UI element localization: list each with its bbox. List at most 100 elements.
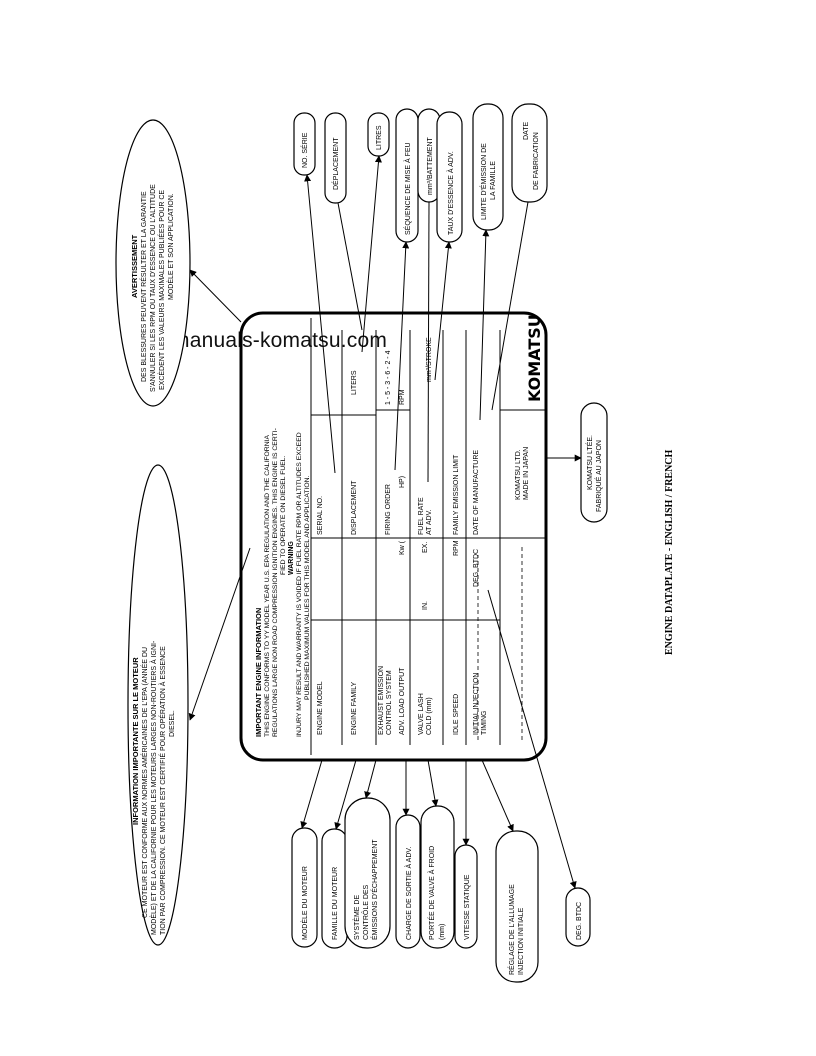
bottom-callouts: INFORMATION IMPORTANTE SUR LE MOTEUR CE … xyxy=(127,464,591,983)
callout-deplacement-text: DÉPLACEMENT xyxy=(331,137,340,190)
label-valve-lash-1: VALVE LASH xyxy=(418,693,425,735)
callout-reglage-text-1: RÉGLAGE DE L'ALLUMAGE xyxy=(507,884,516,975)
information-line1: CE MOTEUR EST CONFORME AUX NORMES AMÉRIC… xyxy=(140,647,149,918)
callout-information xyxy=(127,464,189,946)
plate-header-line3: FIED TO OPERATE ON DIESEL FUEL. xyxy=(280,455,287,575)
plate-header-line1: THIS ENGINE CONFORMS TO YY MODEL YEAR U.… xyxy=(264,435,271,737)
callout-komatsu-ltee xyxy=(580,402,608,523)
callout-famille-text: FAMILLE DU MOTEUR xyxy=(332,867,339,940)
label-displacement: DISPLACEMENT xyxy=(351,480,358,535)
leader-litres xyxy=(361,155,382,353)
callout-deplacement xyxy=(324,112,347,204)
label-exhaust-1: EXHAUST EMISSION xyxy=(378,666,385,735)
label-liters: LITERS xyxy=(351,370,358,395)
callout-deg-btdc-text: DEG. BTDC xyxy=(576,902,583,940)
label-adv-load-output: ADV. LOAD OUTPUT xyxy=(399,667,406,735)
label-fuel-rate-2: AT ADV. xyxy=(426,509,433,535)
callout-limite xyxy=(472,103,504,231)
avertissement-line1: DES BLESSURES PEUVENT RÉSULTER ET LA GAR… xyxy=(139,191,148,382)
callout-vitesse-text: VITESSE STATIQUE xyxy=(464,874,471,940)
leader-deg-btdc xyxy=(487,589,577,889)
leader-deplacement xyxy=(337,202,363,331)
komatsu-ltee-text-2: FABRIQUÉ AU JAPON xyxy=(594,440,603,512)
firing-sequence-value: 1 - 5 - 3 - 6 - 2 - 4 xyxy=(385,350,392,405)
leader-no-serie xyxy=(304,174,336,474)
callout-reglage-text-2: INJECTION INITIALE xyxy=(518,907,525,975)
callout-limite-text-1: LIMITE D'ÉMISSION DE xyxy=(479,143,488,220)
watermark: manuals-komatsu.com xyxy=(172,329,388,352)
label-serial-no: SERIAL NO. xyxy=(317,496,324,535)
information-line2: MODÈLE) ET DE LA CALIFORNIE POUR LES MOT… xyxy=(149,640,158,935)
dataplate-border xyxy=(239,311,548,762)
avertissement-line4: MODÈLE ET SON APPLICATION. xyxy=(166,193,175,300)
label-initial-injection-1: INITIAL INJECTION xyxy=(473,673,480,735)
label-date-of-manufacture: DATE OF MANUFACTURE xyxy=(473,450,480,535)
label-exhaust-2: CONTROL SYSTEM xyxy=(386,670,393,735)
callout-date-text-1: DATE xyxy=(523,122,530,140)
leader-date xyxy=(491,201,529,411)
label-initial-injection-2: TIMING xyxy=(481,711,488,736)
label-rpm: RPM xyxy=(399,389,406,405)
callout-date-text-2: DE FABRICATION xyxy=(533,132,540,190)
label-valve-lash-2: COLD (mm) xyxy=(426,697,433,735)
plate-warning-title: WARNING xyxy=(288,541,295,575)
avertissement-line3: EXCÈDENT LES VALEURS MAXIMALES PUBLIÉES … xyxy=(157,190,166,390)
leader-battement xyxy=(427,201,430,483)
plate-warning-line2: PUBLISHED MAXIMUM VALUES FOR THIS MODEL … xyxy=(304,475,311,700)
leader-limite xyxy=(479,229,490,421)
label-idle-speed: IDLE SPEED xyxy=(453,694,460,735)
label-engine-model: ENGINE MODEL xyxy=(317,681,324,735)
leader-reglage xyxy=(481,759,514,832)
maker-name: KOMATSU LTD. xyxy=(515,449,522,500)
callout-modele-text: MODÈLE DU MOTEUR xyxy=(300,866,309,940)
callout-limite-text-2: LA FAMILLE xyxy=(490,161,497,200)
leader-portee xyxy=(427,759,439,807)
avertissement-line2: S'ANNULER SI LES RPM OU TAUX D'ESSENCE O… xyxy=(150,184,157,392)
callout-no-serie-text: NO. SÉRIE xyxy=(300,132,309,168)
callout-avertissement xyxy=(115,119,191,407)
callout-litres-text: LITRES xyxy=(376,125,383,150)
top-callouts: NO. SÉRIE DÉPLACEMENT LITRES SÉQUENCE DE… xyxy=(115,103,608,523)
leader-information xyxy=(188,547,251,721)
avertissement-title: AVERTISSEMENT xyxy=(130,234,139,298)
leader-sequence xyxy=(394,241,410,471)
callout-portee-text-1: PORTÉE DE VALVE À FROID xyxy=(427,846,436,940)
callout-portee-text-2: (mm) xyxy=(439,924,446,940)
callout-reglage xyxy=(495,830,539,983)
label-family-emission-limit: FAMILY EMISSION LIMIT xyxy=(453,454,460,535)
plate-warning-line1: INJURY MAY RESULT AND WARRANTY IS VOIDED… xyxy=(296,432,303,737)
maker-country: MADE IN JAPAN xyxy=(523,447,530,500)
leader-lines xyxy=(188,155,582,889)
label-engine-family: ENGINE FAMILY xyxy=(351,682,358,735)
label-rpm: RPM xyxy=(453,540,460,556)
callout-sequence-text: SÉQUENCE DE MISE À FEU xyxy=(403,142,412,235)
komatsu-ltee-text-1: KOMATSU LTÉE. xyxy=(585,435,594,490)
callout-battement-text: mm³/BATTEMENT xyxy=(427,136,434,195)
label-stroke: mm³/STROKE xyxy=(426,337,433,382)
callout-taux-text: TAUX D'ESSENCE À ADV. xyxy=(446,151,455,235)
engine-dataplate: IMPORTANT ENGINE INFORMATION THIS ENGINE… xyxy=(239,311,548,762)
plate-header-line2: REGULATIONS LARGE NON ROAD COMPRESSION I… xyxy=(272,428,279,737)
callout-charge-text: CHARGE DE SORTIE À ADV. xyxy=(404,847,413,940)
information-title: INFORMATION IMPORTANTE SUR LE MOTEUR xyxy=(131,657,140,825)
information-line4: DIESEL. xyxy=(169,710,176,737)
callout-systeme-text-2: CONTRÔLE DES xyxy=(361,884,370,940)
label-in: IN. xyxy=(422,601,429,610)
callout-date xyxy=(511,103,548,203)
label-ex: EX. xyxy=(422,542,429,553)
leader-systeme xyxy=(364,759,377,799)
callout-deg-btdc xyxy=(565,887,591,947)
komatsu-logo: KOMATSU xyxy=(525,314,544,402)
leader-famille xyxy=(334,759,357,830)
label-kw: Kw ( xyxy=(399,540,406,555)
information-line3: TION PAR COMPRESSION. CE MOTEUR EST CERT… xyxy=(158,646,167,935)
callout-portee xyxy=(420,805,455,949)
leader-avertissement xyxy=(189,269,242,323)
callout-systeme-text-3: ÉMISSIONS D'ÉCHAPPEMENT xyxy=(370,839,379,940)
plate-title: IMPORTANT ENGINE INFORMATION xyxy=(254,608,263,737)
leader-taux xyxy=(434,241,452,381)
leader-modele xyxy=(300,759,323,829)
label-fuel-rate-1: FUEL RATE xyxy=(418,497,425,535)
label-hp: HP) xyxy=(399,476,406,488)
